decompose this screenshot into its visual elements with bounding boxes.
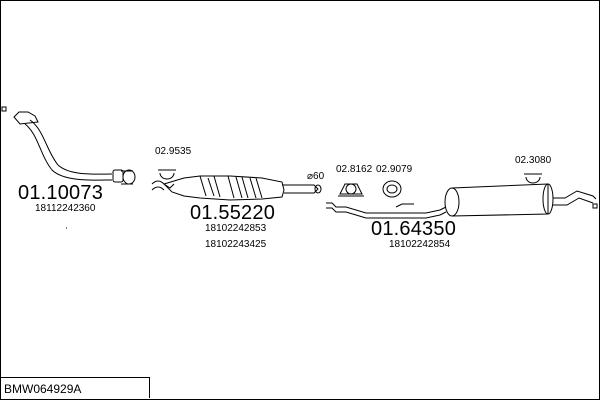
clamp-d-label: 02.3080	[515, 155, 552, 166]
front-pipe-icon	[1, 106, 136, 229]
clamp-b-label: 02.8162	[336, 164, 373, 175]
part-ref-centre-silencer-1: 18102242853	[205, 223, 267, 234]
clamp-c-icon	[382, 180, 402, 198]
clamp-d-icon	[524, 173, 542, 184]
part-number-front-pipe: 01.10073	[18, 182, 104, 204]
part-number-centre-silencer: 01.55220	[190, 202, 276, 224]
centre-silencer-icon	[151, 175, 322, 201]
clamp-c-label: 02.9079	[376, 164, 413, 175]
clamp-b-icon	[338, 183, 364, 197]
clamp-a-label: 02.9535	[155, 146, 192, 157]
part-ref-rear-silencer: 18102242854	[389, 239, 451, 250]
part-ref-front-pipe: 18112242360	[35, 203, 96, 214]
rear-silencer-icon	[326, 183, 598, 219]
part-number-rear-silencer: 01.64350	[371, 218, 457, 240]
diameter-label: ⌀60	[307, 171, 325, 182]
vehicle-code: BMW064929A	[4, 382, 82, 396]
part-ref-centre-silencer-2: 18102243425	[205, 239, 267, 250]
clamp-a-icon	[158, 169, 176, 180]
vehicle-code-box: BMW064929A	[0, 377, 150, 398]
